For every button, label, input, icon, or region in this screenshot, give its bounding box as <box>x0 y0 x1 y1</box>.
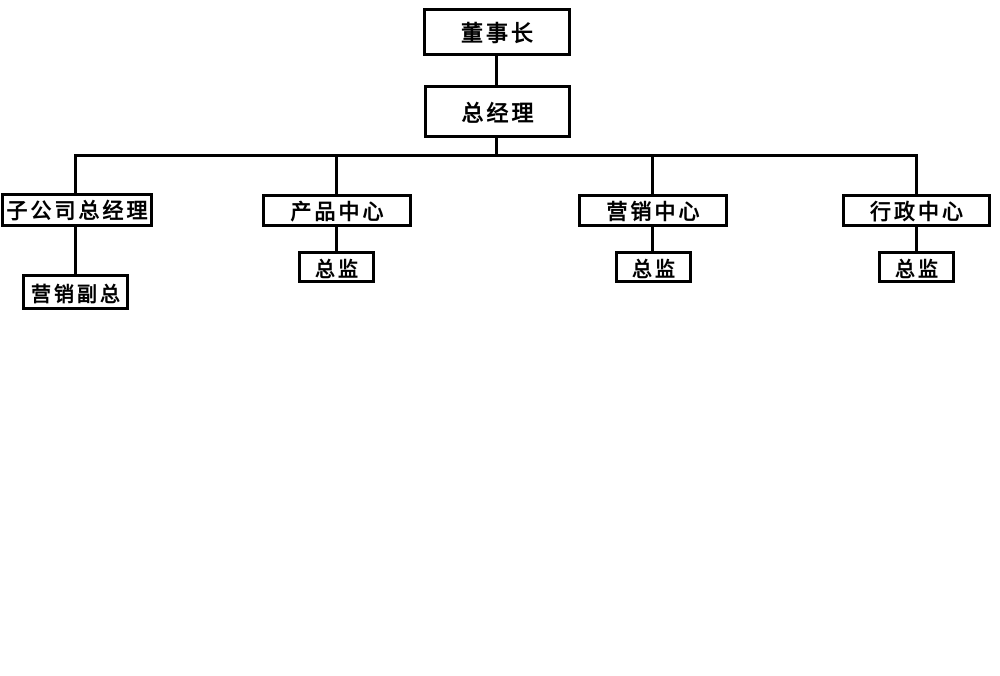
connector-subsidiary-vp <box>74 227 77 275</box>
connector-gm-branch <box>495 138 498 156</box>
org-node-product-director: 总监 <box>298 251 375 283</box>
connector-chairman-gm <box>495 56 498 86</box>
org-node-subsidiary-gm: 子公司总经理 <box>1 193 153 227</box>
org-node-product-center: 产品中心 <box>262 194 412 227</box>
org-node-admin-director: 总监 <box>878 251 955 283</box>
connector-marketing-director <box>651 227 654 252</box>
org-node-chairman: 董事长 <box>423 8 571 56</box>
connector-drop-product <box>335 156 338 195</box>
org-node-marketing-director: 总监 <box>615 251 692 283</box>
org-node-marketing-center: 营销中心 <box>578 194 728 227</box>
org-node-general-manager: 总经理 <box>424 85 571 138</box>
org-node-marketing-vp: 营销副总 <box>22 274 129 310</box>
connector-drop-subsidiary-gm <box>74 156 77 194</box>
connector-drop-marketing <box>651 156 654 195</box>
connector-product-director <box>335 227 338 252</box>
org-node-admin-center: 行政中心 <box>842 194 991 227</box>
connector-drop-admin <box>915 156 918 195</box>
connector-admin-director <box>915 227 918 252</box>
connector-branch-horizontal <box>74 154 918 157</box>
